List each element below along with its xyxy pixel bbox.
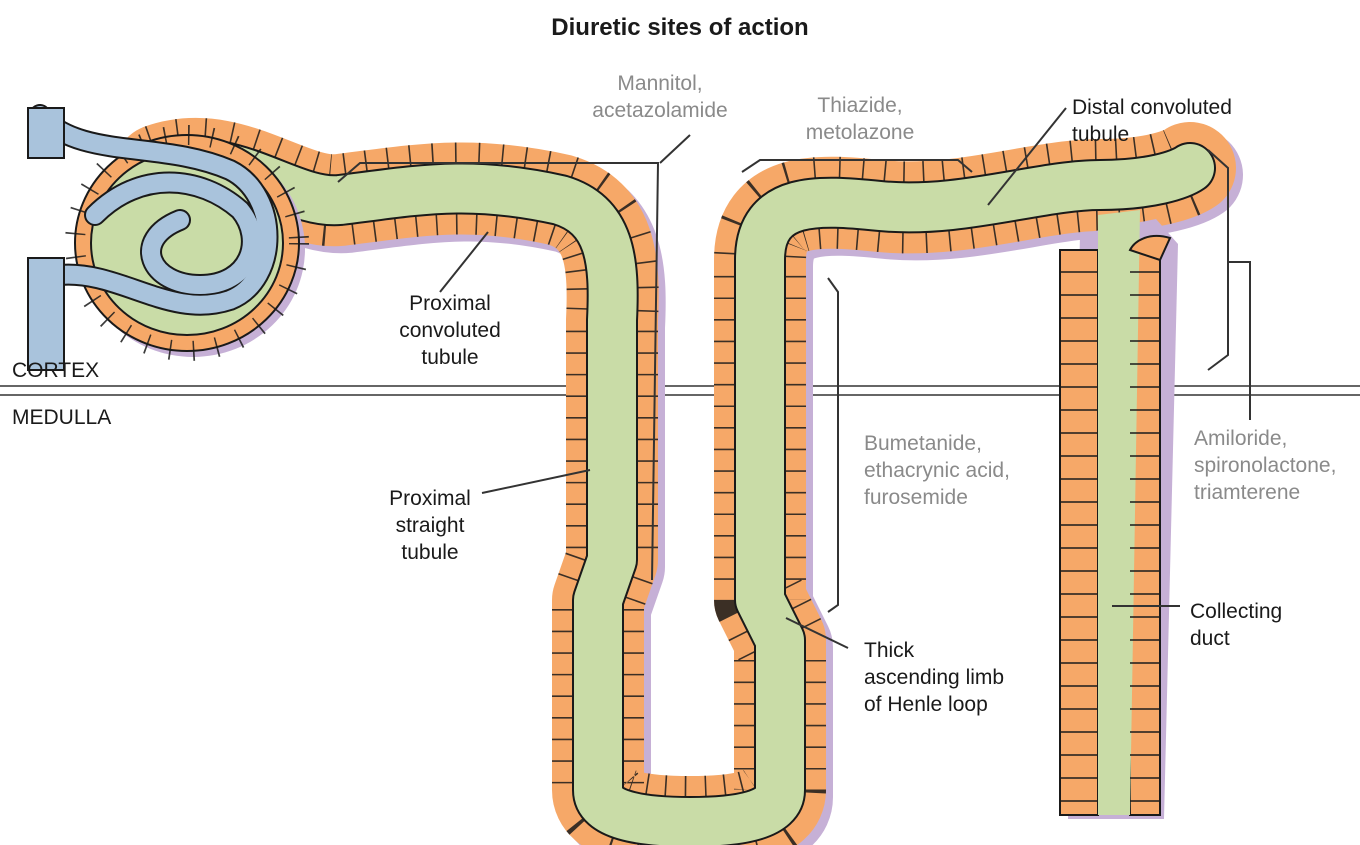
label-proximal-convoluted-tubule: Proximal convoluted tubule: [370, 290, 530, 371]
drug-label-collecting: Amiloride, spironolactone, triamterene: [1194, 425, 1336, 506]
drug-label-distal: Thiazide, metolazone: [770, 92, 950, 146]
region-label-medulla: MEDULLA: [12, 404, 111, 431]
label-proximal-straight-tubule: Proximal straight tubule: [360, 485, 500, 566]
collecting-duct: [1060, 210, 1178, 819]
region-label-cortex: CORTEX: [12, 357, 99, 384]
nephron-tubule: [160, 164, 1197, 829]
drug-label-proximal: Mannitol, acetazolamide: [560, 70, 760, 124]
label-distal-convoluted-tubule: Distal convoluted tubule: [1072, 94, 1232, 148]
label-collecting-duct: Collecting duct: [1190, 598, 1282, 652]
label-thick-ascending-limb: Thick ascending limb of Henle loop: [864, 637, 1004, 718]
drug-label-loop: Bumetanide, ethacrynic acid, furosemide: [864, 430, 1010, 511]
